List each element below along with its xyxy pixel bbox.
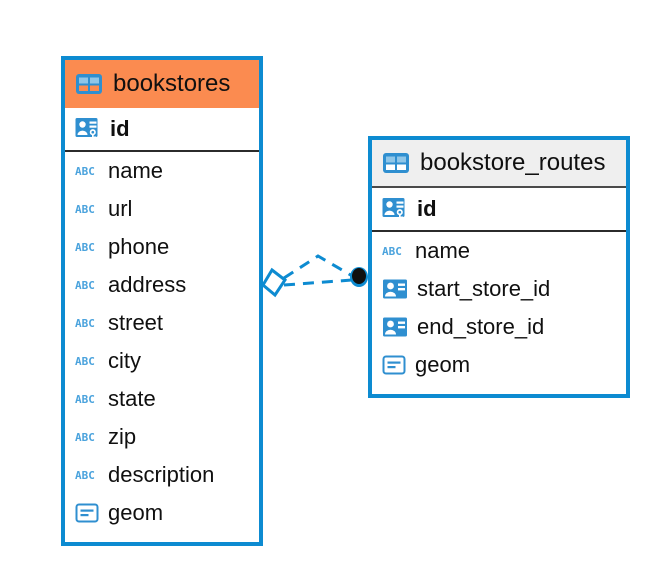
field-name: city [108, 348, 141, 373]
svg-text:ABC: ABC [75, 469, 95, 482]
primary-key-icon [75, 116, 101, 142]
field-name: address [108, 272, 187, 297]
field-row[interactable]: ABC name [65, 152, 259, 190]
abc-text-icon: ABC [75, 278, 99, 292]
field-row[interactable]: ABC url [65, 190, 259, 228]
field-name: id [110, 116, 130, 141]
field-row[interactable]: id [372, 188, 626, 232]
field-row[interactable]: ABC street [65, 304, 259, 342]
abc-text-icon: ABC [75, 468, 99, 482]
geometry-icon [75, 502, 99, 524]
field-name: name [108, 158, 164, 183]
svg-text:ABC: ABC [75, 355, 95, 368]
svg-text:ABC: ABC [382, 245, 402, 258]
field-name: geom [415, 352, 471, 377]
field-row[interactable]: ABC description [65, 456, 259, 494]
field-row[interactable]: ABC zip [65, 418, 259, 456]
relationship-line-lower [283, 278, 353, 287]
field-row[interactable]: ABC city [65, 342, 259, 380]
entity-bookstore-routes-header[interactable]: bookstore_routes [372, 140, 626, 188]
diamond-marker-icon [261, 267, 288, 298]
svg-text:ABC: ABC [75, 203, 95, 216]
field-row[interactable]: ABC state [65, 380, 259, 418]
dot-marker-ring-icon [350, 267, 368, 287]
dot-marker-icon [352, 268, 366, 284]
svg-text:ABC: ABC [75, 279, 95, 292]
foreign-key-icon [382, 278, 408, 300]
table-icon [75, 73, 103, 95]
field-name: zip [108, 424, 137, 449]
entity-bookstore-routes-title: bookstore_routes [420, 149, 606, 176]
abc-text-icon: ABC [75, 164, 99, 178]
field-name: state [108, 386, 156, 411]
entity-bookstores-fields: id ABC name ABC url [65, 108, 259, 532]
primary-key-icon [382, 196, 408, 222]
field-row[interactable]: end_store_id [372, 308, 626, 346]
field-row[interactable]: ABC name [372, 232, 626, 270]
field-name: phone [108, 234, 170, 259]
entity-bookstores-title: bookstores [113, 70, 231, 97]
abc-text-icon: ABC [382, 244, 406, 258]
field-name: description [108, 462, 215, 487]
relationship-line-upper [283, 254, 355, 280]
field-row[interactable]: start_store_id [372, 270, 626, 308]
field-row[interactable]: geom [65, 494, 259, 532]
field-row[interactable]: id [65, 108, 259, 152]
svg-text:ABC: ABC [75, 165, 95, 178]
foreign-key-icon [382, 316, 408, 338]
field-row[interactable]: ABC address [65, 266, 259, 304]
entity-bookstores-header[interactable]: bookstores [65, 60, 259, 108]
abc-text-icon: ABC [75, 430, 99, 444]
field-name: url [108, 196, 133, 221]
geometry-icon [382, 354, 406, 376]
svg-text:ABC: ABC [75, 431, 95, 444]
field-name: start_store_id [417, 276, 551, 301]
svg-text:ABC: ABC [75, 317, 95, 330]
entity-bookstore-routes-fields: id ABC name [372, 188, 626, 384]
abc-text-icon: ABC [75, 316, 99, 330]
field-name: id [417, 196, 437, 221]
entity-bookstores[interactable]: bookstores id [61, 56, 263, 546]
abc-text-icon: ABC [75, 354, 99, 368]
svg-text:ABC: ABC [75, 393, 95, 406]
field-row[interactable]: ABC phone [65, 228, 259, 266]
abc-text-icon: ABC [75, 240, 99, 254]
abc-text-icon: ABC [75, 202, 99, 216]
field-name: end_store_id [417, 314, 545, 339]
abc-text-icon: ABC [75, 392, 99, 406]
table-icon [382, 152, 410, 174]
entity-bookstore-routes[interactable]: bookstore_routes [368, 136, 630, 398]
svg-text:ABC: ABC [75, 241, 95, 254]
field-row[interactable]: geom [372, 346, 626, 384]
field-name: street [108, 310, 164, 335]
field-name: geom [108, 500, 164, 525]
field-name: name [415, 238, 471, 263]
